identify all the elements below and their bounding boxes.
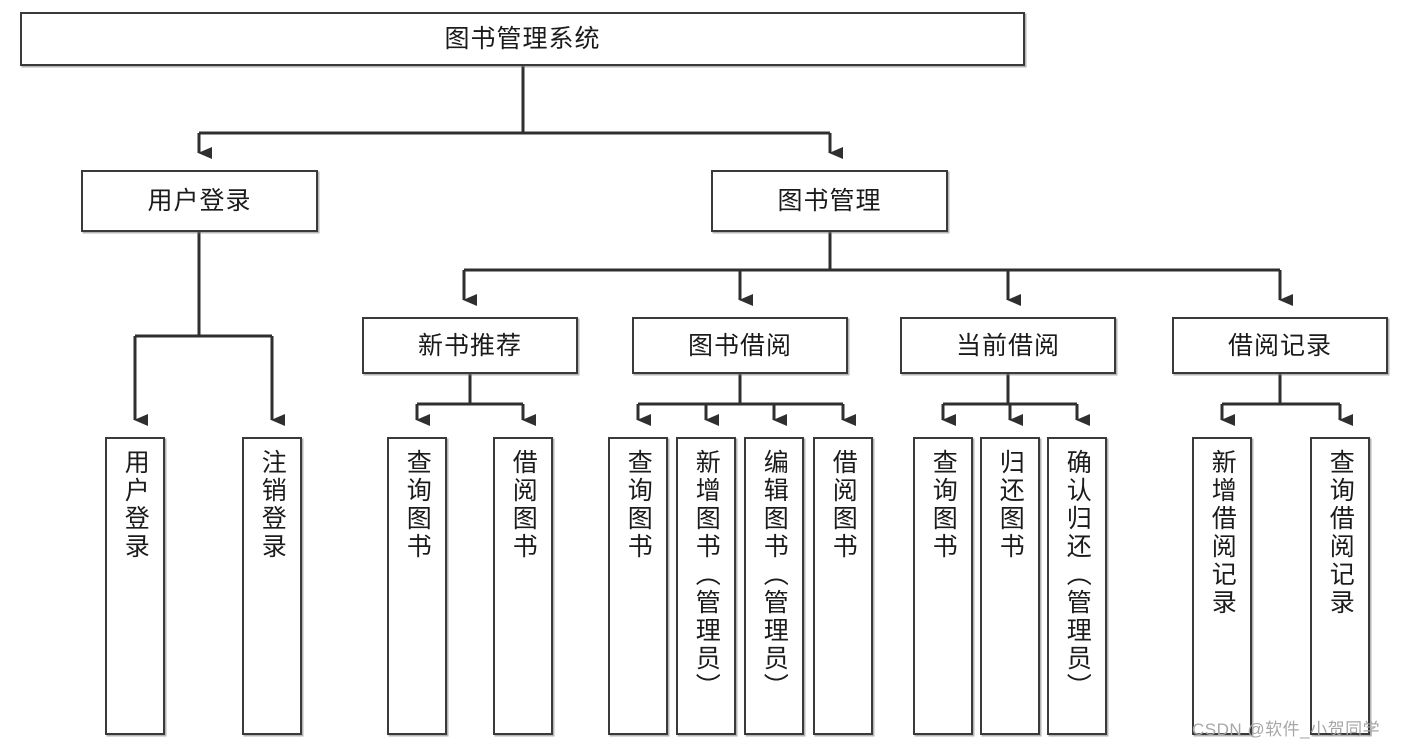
node-label: 借阅记录 xyxy=(1227,331,1332,360)
node-leaf-borrow-book-2[interactable]: 借阅图书 xyxy=(813,437,873,735)
node-label: 编辑图书（管理员） xyxy=(760,449,789,701)
node-label: 图书管理 xyxy=(777,187,882,215)
node-current-borrow[interactable]: 当前借阅 xyxy=(900,317,1116,374)
node-label: 用户登录 xyxy=(147,187,252,215)
node-label: 确认归还（管理员） xyxy=(1063,449,1092,701)
node-label: 新增图书（管理员） xyxy=(692,449,721,701)
node-label: 查询图书 xyxy=(403,449,432,561)
node-label: 注销登录 xyxy=(258,449,287,561)
node-label: 新书推荐 xyxy=(417,331,522,360)
node-leaf-user-login[interactable]: 用户登录 xyxy=(105,437,165,735)
node-label: 归还图书 xyxy=(996,449,1025,561)
node-borrow-record[interactable]: 借阅记录 xyxy=(1172,317,1388,374)
node-label: 查询图书 xyxy=(929,449,958,561)
node-book-borrow[interactable]: 图书借阅 xyxy=(632,317,848,374)
node-book-management[interactable]: 图书管理 xyxy=(711,170,948,232)
node-label: 借阅图书 xyxy=(829,449,858,561)
node-leaf-query-book-3[interactable]: 查询图书 xyxy=(913,437,973,735)
node-leaf-query-record[interactable]: 查询借阅记录 xyxy=(1310,437,1370,735)
node-label: 查询借阅记录 xyxy=(1326,449,1355,617)
node-new-book-recommend[interactable]: 新书推荐 xyxy=(362,317,578,374)
node-leaf-query-book-1[interactable]: 查询图书 xyxy=(387,437,447,735)
node-label: 图书管理系统 xyxy=(444,25,601,53)
node-leaf-logout[interactable]: 注销登录 xyxy=(242,437,302,735)
node-leaf-return-book[interactable]: 归还图书 xyxy=(980,437,1040,735)
node-label: 当前借阅 xyxy=(955,331,1060,360)
node-leaf-add-book[interactable]: 新增图书（管理员） xyxy=(676,437,736,735)
node-leaf-borrow-book-1[interactable]: 借阅图书 xyxy=(493,437,553,735)
node-label: 借阅图书 xyxy=(509,449,538,561)
node-leaf-edit-book[interactable]: 编辑图书（管理员） xyxy=(744,437,804,735)
node-label: 新增借阅记录 xyxy=(1208,449,1237,617)
node-label: 用户登录 xyxy=(121,449,150,561)
node-leaf-confirm-return[interactable]: 确认归还（管理员） xyxy=(1047,437,1107,735)
node-leaf-query-book-2[interactable]: 查询图书 xyxy=(608,437,668,735)
node-label: 查询图书 xyxy=(624,449,653,561)
csdn-watermark: CSDN @软件_小贺同学 xyxy=(1192,720,1381,739)
node-label: 图书借阅 xyxy=(687,331,792,360)
node-leaf-add-record[interactable]: 新增借阅记录 xyxy=(1192,437,1252,735)
node-user-login[interactable]: 用户登录 xyxy=(81,170,318,232)
node-root-book-management-system[interactable]: 图书管理系统 xyxy=(20,12,1025,66)
